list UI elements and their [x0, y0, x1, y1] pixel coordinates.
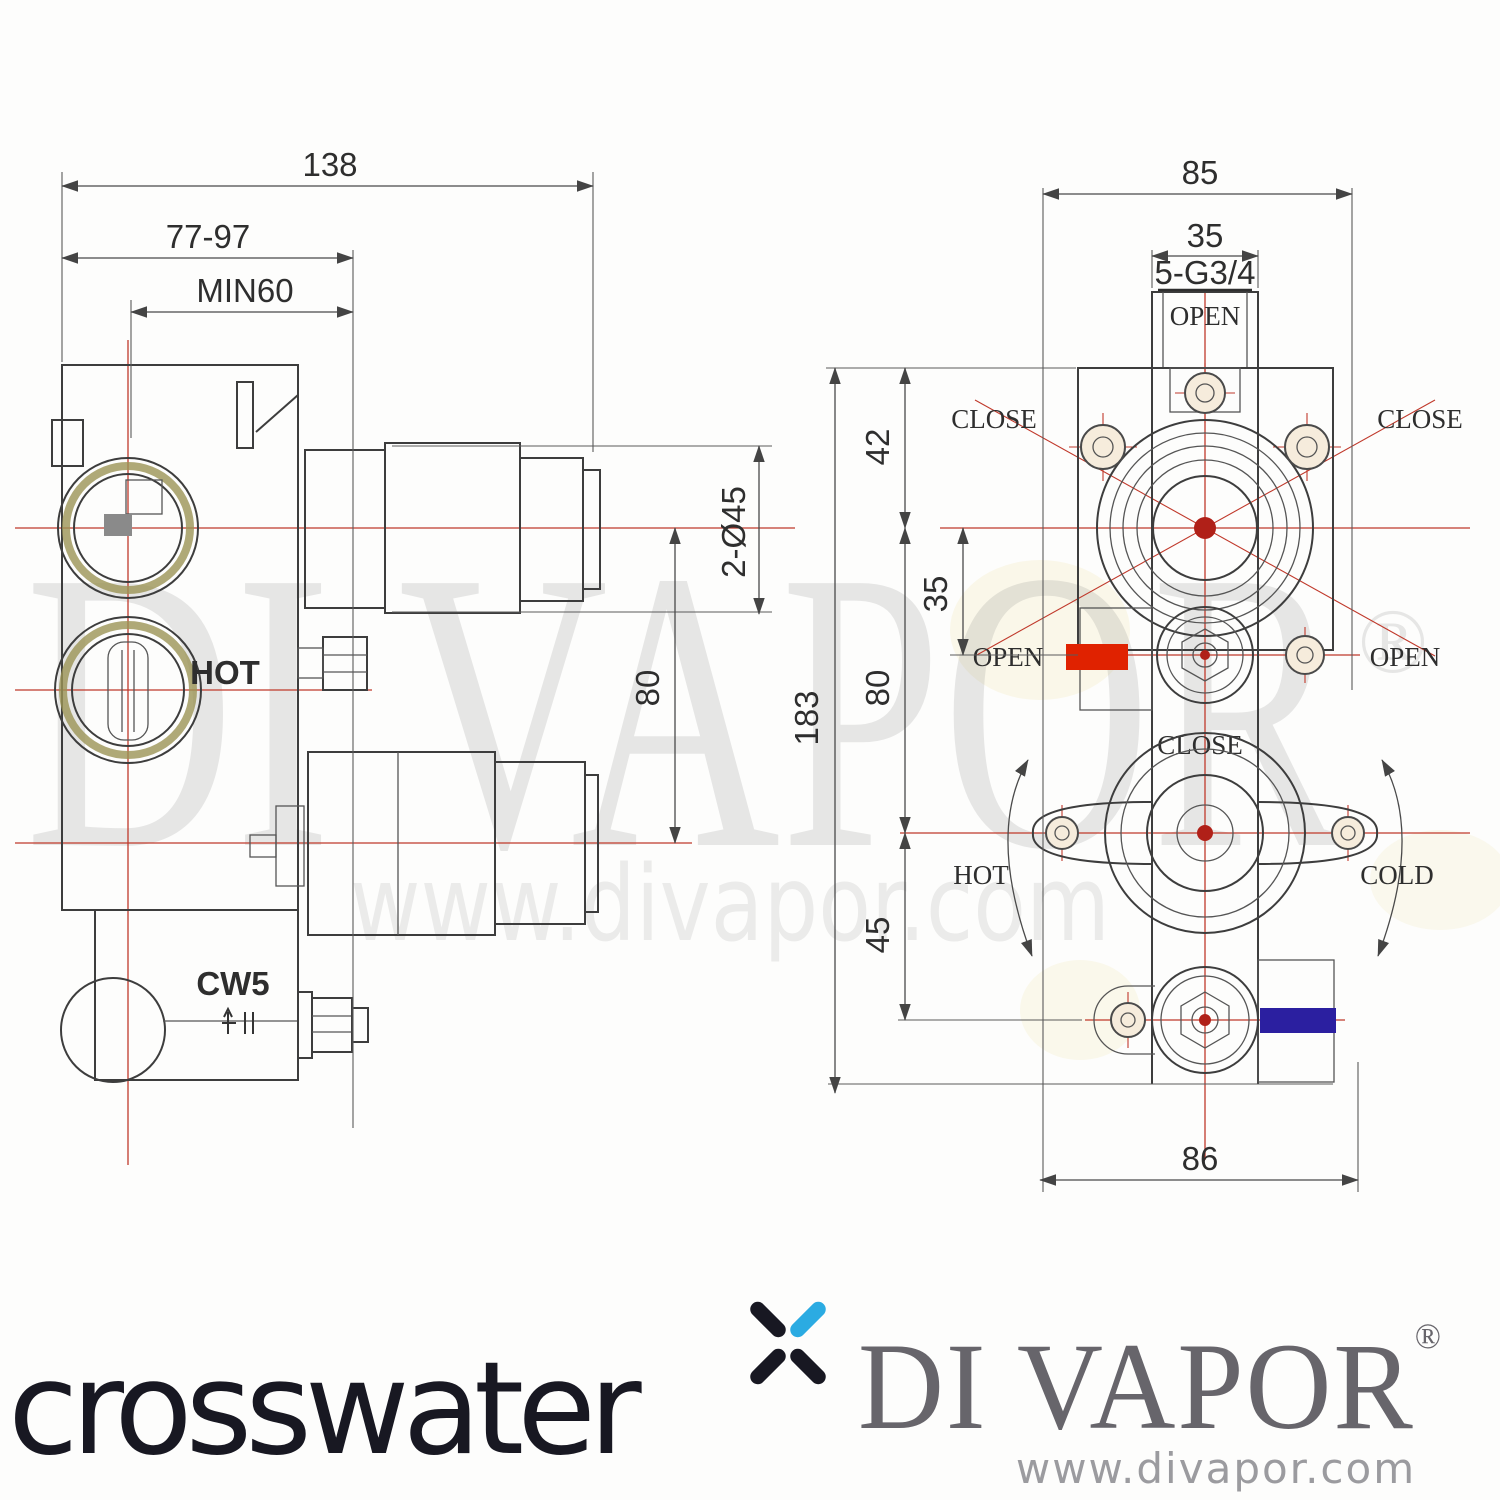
diverter-valve — [1080, 372, 1330, 637]
side-view-dimensions: 138 77-97 MIN60 2-Ø45 80 — [61, 146, 772, 1128]
x-bar-bottom-left — [747, 1345, 789, 1388]
front-view: 5-G3/4 OPEN CLOSE CLOSE — [788, 154, 1470, 1192]
hot-port-side — [54, 616, 202, 764]
crosswater-logo: crosswater — [8, 1335, 642, 1484]
cold-inlet-marker — [1260, 1008, 1336, 1033]
thermo-center — [1197, 825, 1213, 841]
mid-port — [1066, 606, 1325, 711]
mounting-lug — [1331, 816, 1365, 850]
valve-body-side — [51, 364, 299, 1083]
cold-label-front: COLD — [1360, 860, 1434, 890]
dim-80-front: 80 — [859, 670, 896, 707]
top-port-side — [57, 457, 199, 599]
screw-lug — [1284, 424, 1330, 470]
hot-label-front: HOT — [953, 860, 1009, 890]
close-mid-label: CLOSE — [1157, 730, 1243, 760]
screw-lug — [1110, 1002, 1146, 1038]
open-top-label: OPEN — [1170, 301, 1241, 331]
cw5-label: CW5 — [196, 965, 269, 1002]
dim-35-top: 35 — [1187, 217, 1224, 254]
x-bar-top-left — [747, 1298, 789, 1341]
open-left-label: OPEN — [973, 642, 1044, 672]
side-view: HOT — [15, 146, 795, 1165]
dim-77-97: 77-97 — [166, 218, 250, 255]
screw-lug — [1285, 635, 1325, 675]
crosswater-x-icon — [747, 1298, 832, 1388]
dim-45: 45 — [859, 917, 896, 954]
dim-80-side: 80 — [629, 670, 666, 707]
flow-symbol — [222, 1006, 254, 1034]
dim-min60: MIN60 — [196, 272, 293, 309]
dim-86: 86 — [1182, 1140, 1219, 1177]
mounting-lug — [1045, 816, 1079, 850]
screw-lug — [1184, 372, 1226, 414]
dim-42: 42 — [859, 429, 896, 466]
thermostatic-valve — [1007, 732, 1403, 957]
dim-85: 85 — [1182, 154, 1219, 191]
close-right-label: CLOSE — [1377, 404, 1463, 434]
upper-cartridge — [304, 442, 601, 614]
watermark: DI VAPOR ® www.divapor.com — [25, 489, 1428, 965]
screw-lug — [1080, 424, 1126, 470]
hot-inlet-marker — [1066, 644, 1128, 670]
front-view-dimensions: 85 35 42 35 80 45 183 86 — [788, 154, 1359, 1192]
hot-label-side: HOT — [190, 654, 260, 691]
dim-138: 138 — [302, 146, 357, 183]
outlet-elbow — [60, 977, 166, 1083]
rotation-arrow-left — [1007, 759, 1033, 957]
close-left-label: CLOSE — [951, 404, 1037, 434]
registered-icon: ® — [1414, 1316, 1442, 1356]
hex-fitting — [297, 636, 368, 691]
rotation-arrow-right — [1377, 759, 1403, 957]
dim-183: 183 — [788, 690, 825, 745]
thread-label: 5-G3/4 — [1155, 254, 1256, 291]
watermark-registered: ® — [1358, 590, 1428, 692]
diverter-center — [1194, 517, 1216, 539]
cw5-outlet — [222, 991, 369, 1059]
divapor-logo: DI VAPOR® — [858, 1318, 1441, 1449]
open-right-label: OPEN — [1370, 642, 1441, 672]
divapor-logo-text: DI VAPOR — [858, 1318, 1415, 1455]
lower-cartridge — [249, 751, 599, 936]
x-bar-bottom-right — [787, 1345, 829, 1388]
dim-35-mid: 35 — [917, 576, 954, 613]
divapor-url: www.divapor.com — [1015, 1444, 1417, 1493]
x-bar-top-right-blue — [787, 1298, 829, 1341]
dim-2-d45: 2-Ø45 — [715, 486, 752, 578]
bottom-port — [1093, 959, 1336, 1083]
watermark-url: www.divapor.com — [350, 843, 1110, 965]
